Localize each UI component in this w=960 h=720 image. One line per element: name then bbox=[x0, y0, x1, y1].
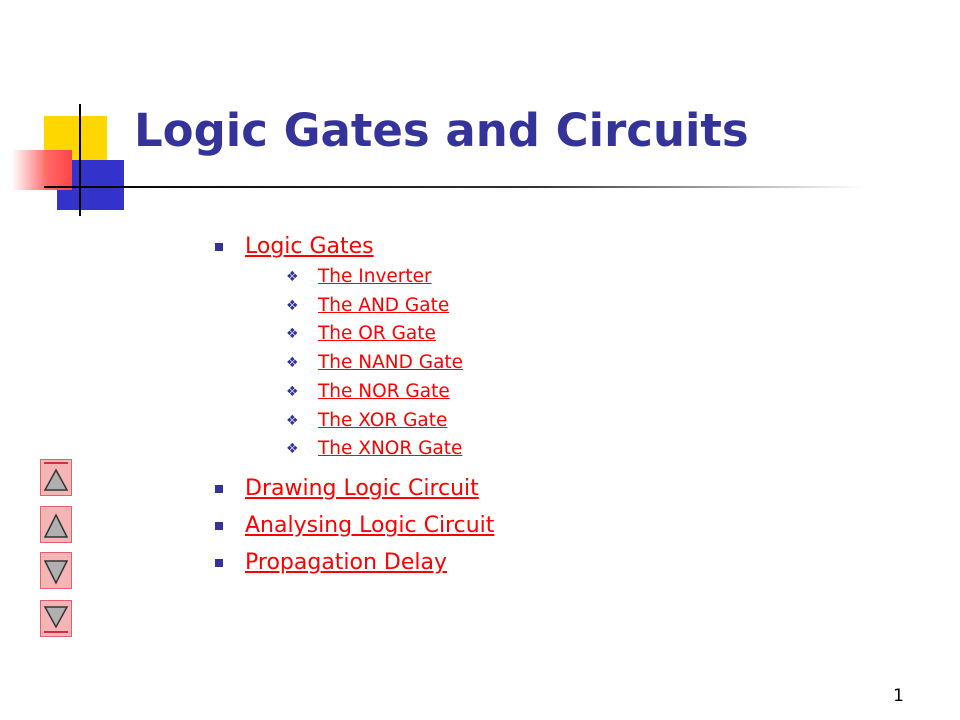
submenu-item-nor-gate: ❖ The NOR Gate bbox=[245, 378, 494, 407]
logic-gates-submenu: ❖ The Inverter ❖ The AND Gate ❖ The OR Gate… bbox=[245, 263, 494, 464]
first-slide-button[interactable] bbox=[40, 459, 72, 496]
menu-item-logic-gates: Logic Gates ❖ The Inverter ❖ The AND Gate … bbox=[214, 234, 494, 464]
diamond-bullet-icon: ❖ bbox=[286, 355, 299, 372]
menu-item-propagation: Propagation Delay bbox=[214, 550, 494, 576]
triangle-up-icon bbox=[43, 513, 69, 538]
menu-item-analysing: Analysing Logic Circuit bbox=[214, 513, 494, 539]
triangle-down-icon bbox=[43, 606, 69, 629]
page-number: 1 bbox=[893, 686, 904, 706]
link-xor-gate[interactable]: The XOR Gate bbox=[318, 409, 448, 431]
link-nor-gate[interactable]: The NOR Gate bbox=[318, 380, 450, 402]
submenu-item-or-gate: ❖ The OR Gate bbox=[245, 320, 494, 349]
diamond-bullet-icon: ❖ bbox=[286, 297, 299, 314]
decor-vertical-line bbox=[79, 104, 81, 216]
previous-slide-button[interactable] bbox=[40, 506, 72, 543]
link-propagation-delay[interactable]: Propagation Delay bbox=[245, 549, 448, 575]
decor-horizontal-line bbox=[44, 186, 864, 188]
diamond-bullet-icon: ❖ bbox=[286, 269, 299, 285]
first-bar-icon bbox=[44, 462, 68, 464]
submenu-item-nand-gate: ❖ The NAND Gate bbox=[245, 349, 494, 378]
last-bar-icon bbox=[44, 631, 68, 633]
diamond-bullet-icon: ❖ bbox=[286, 412, 299, 429]
link-nand-gate[interactable]: The NAND Gate bbox=[318, 352, 464, 374]
link-or-gate[interactable]: The OR Gate bbox=[318, 323, 436, 345]
last-slide-button[interactable] bbox=[40, 600, 72, 637]
slide-title: Logic Gates and Circuits bbox=[134, 104, 749, 157]
triangle-down-icon bbox=[43, 560, 69, 585]
triangle-up-icon bbox=[43, 468, 69, 491]
link-analysing-logic-circuit[interactable]: Analysing Logic Circuit bbox=[245, 512, 495, 538]
menu-item-drawing: Drawing Logic Circuit bbox=[214, 476, 494, 502]
decor-red-gradient bbox=[12, 150, 72, 190]
diamond-bullet-icon: ❖ bbox=[286, 326, 299, 343]
topic-menu: Logic Gates ❖ The Inverter ❖ The AND Gate … bbox=[214, 234, 494, 587]
link-xnor-gate[interactable]: The XNOR Gate bbox=[318, 438, 463, 460]
link-and-gate[interactable]: The AND Gate bbox=[318, 294, 450, 316]
diamond-bullet-icon: ❖ bbox=[286, 383, 299, 400]
next-slide-button[interactable] bbox=[40, 552, 72, 589]
diamond-bullet-icon: ❖ bbox=[286, 441, 299, 458]
link-drawing-logic-circuit[interactable]: Drawing Logic Circuit bbox=[245, 475, 479, 501]
link-inverter[interactable]: The Inverter bbox=[318, 266, 432, 287]
submenu-item-xor-gate: ❖ The XOR Gate bbox=[245, 407, 494, 436]
submenu-item-and-gate: ❖ The AND Gate bbox=[245, 292, 494, 321]
submenu-item-inverter: ❖ The Inverter bbox=[245, 263, 494, 292]
link-logic-gates[interactable]: Logic Gates bbox=[245, 234, 374, 259]
submenu-item-xnor-gate: ❖ The XNOR Gate bbox=[245, 435, 494, 464]
